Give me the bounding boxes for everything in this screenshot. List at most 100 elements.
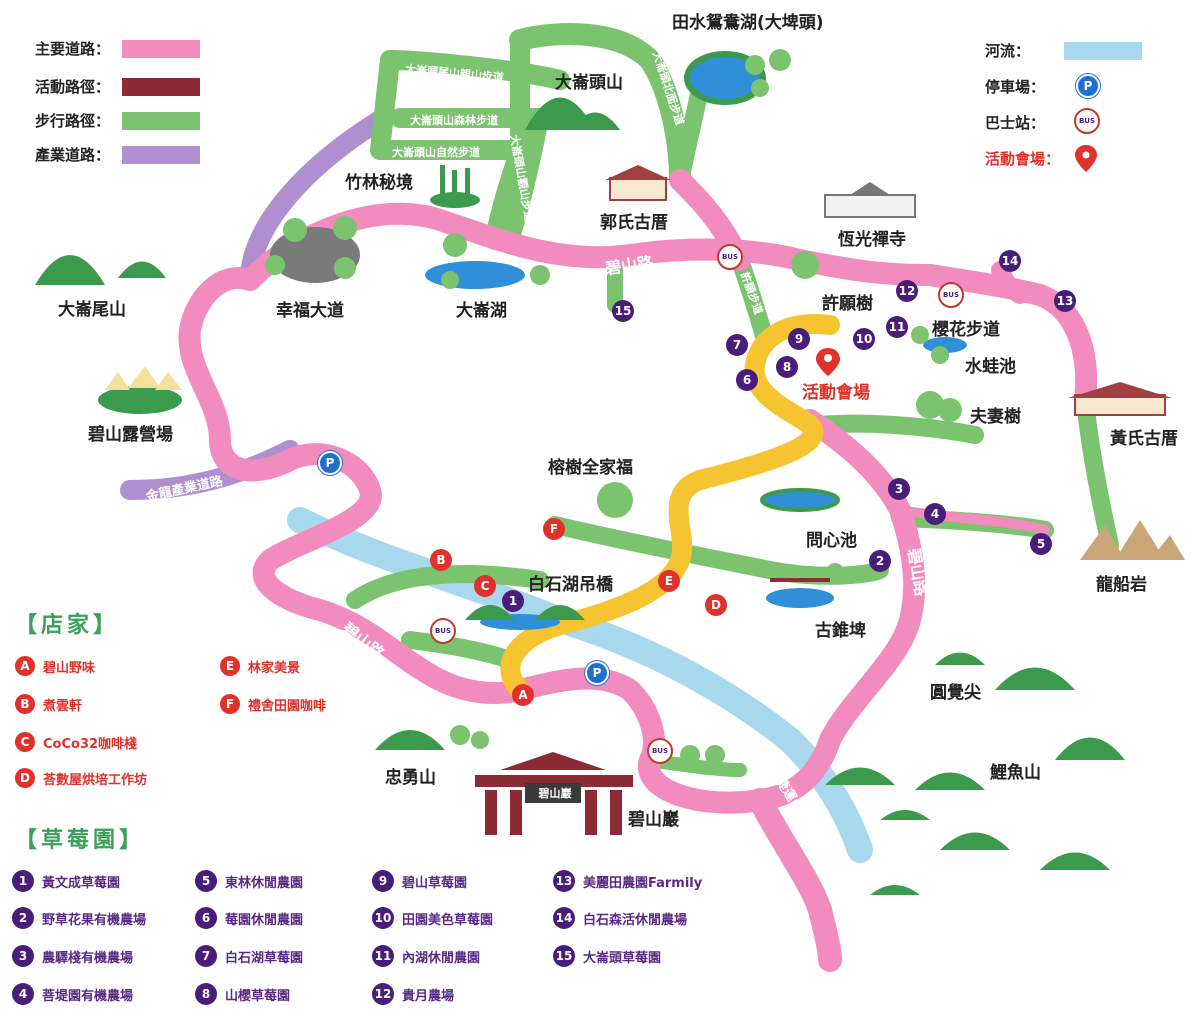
label-guo-house: 郭氏古厝 xyxy=(600,213,668,233)
shop-item-c: C CoCo32咖啡棧 xyxy=(15,732,137,752)
trail-label-2: 大崙頭山森林步道 xyxy=(410,114,498,127)
legend-label: 步行路徑： xyxy=(35,112,111,130)
farm-badge: 9 xyxy=(372,870,394,892)
farm-name: 白石湖草莓園 xyxy=(225,950,304,966)
label-dalun-tail-mountain: 大崙尾山 xyxy=(58,300,126,320)
map-shop-pin-f[interactable]: F xyxy=(543,518,565,540)
farm-badge: 10 xyxy=(372,907,394,929)
farm-name: 黃文成草莓園 xyxy=(42,875,121,891)
map-farm-pin-11[interactable]: 11 xyxy=(886,316,908,338)
legend-venue-pin-icon xyxy=(1075,145,1097,172)
legend-river: 河流： xyxy=(985,40,1143,61)
farm-name: 大崙頭草莓園 xyxy=(583,950,662,966)
legend-main-road: 主要道路： xyxy=(35,38,201,59)
legend-parking: 停車場： xyxy=(985,76,1045,97)
camp-icon xyxy=(98,366,182,414)
dragon-boat-rock-icon xyxy=(1080,520,1185,560)
farm-badge: 8 xyxy=(195,983,217,1005)
shop-item-f: F 禮舍田園咖啡 xyxy=(220,694,326,714)
farm-name: 美麗田農園Farmily xyxy=(583,875,703,891)
map-bus-icon[interactable]: BUS xyxy=(938,282,964,308)
dalun-lake-icon xyxy=(425,261,525,289)
farm-name: 莓園休閒農園 xyxy=(225,912,304,928)
map-farm-pin-3[interactable]: 3 xyxy=(888,478,910,500)
shop-badge: E xyxy=(220,656,240,676)
farm-name: 田園美色草莓園 xyxy=(402,912,494,928)
river xyxy=(287,507,873,863)
map-farm-pin-7[interactable]: 7 xyxy=(726,334,748,356)
map-farm-pin-2[interactable]: 2 xyxy=(869,550,891,572)
shop-item-e: E 林家美景 xyxy=(220,656,300,676)
farm-badge: 5 xyxy=(195,870,217,892)
shop-badge: A xyxy=(15,656,35,676)
hengguang-temple-icon xyxy=(824,182,916,218)
farm-name: 碧山草莓園 xyxy=(402,875,468,891)
label-dragon-boat-rock: 龍船岩 xyxy=(1096,575,1147,595)
map-parking-icon[interactable]: P xyxy=(318,451,342,475)
bamboo-icon xyxy=(430,165,480,208)
map-farm-pin-9[interactable]: 9 xyxy=(788,328,810,350)
label-bishan-temple: 碧山巖 xyxy=(628,810,679,830)
map-shop-pin-e[interactable]: E xyxy=(658,570,680,592)
walking-trails xyxy=(346,23,1119,777)
bridge-icon xyxy=(770,578,830,582)
label-bamboo-forest: 竹林秘境 xyxy=(345,173,413,193)
label-yuanjue: 圓覺尖 xyxy=(930,683,981,703)
venue-pin-icon xyxy=(816,348,840,376)
legend-industry-road: 產業道路： xyxy=(35,144,201,165)
legend-activity-route: 活動路徑： xyxy=(35,76,201,97)
legend-swatch xyxy=(122,111,201,130)
trees xyxy=(265,49,962,765)
map-bus-icon[interactable]: BUS xyxy=(430,618,456,644)
label-hengguang-temple: 恆光禪寺 xyxy=(838,230,906,250)
label-couple-tree: 夫妻樹 xyxy=(970,407,1021,427)
map-farm-pin-15[interactable]: 15 xyxy=(612,300,634,322)
label-guzhuipi: 古錐埤 xyxy=(815,621,866,641)
map-farm-pin-14[interactable]: 14 xyxy=(999,250,1021,272)
legend-walking-trail: 步行路徑： xyxy=(35,110,201,131)
label-happiness-avenue: 幸福大道 xyxy=(276,301,344,321)
legend-swatch xyxy=(1064,41,1143,60)
farm-badge: 3 xyxy=(12,945,34,967)
map-bus-icon[interactable]: BUS xyxy=(717,244,743,270)
map-farm-pin-8[interactable]: 8 xyxy=(776,356,798,378)
map-farm-pin-6[interactable]: 6 xyxy=(736,369,758,391)
farm-badge: 6 xyxy=(195,907,217,929)
map-shop-pin-b[interactable]: B xyxy=(430,549,452,571)
map-shop-pin-a[interactable]: A xyxy=(512,684,534,706)
legend-label: 停車場： xyxy=(985,78,1046,96)
map-farm-pin-10[interactable]: 10 xyxy=(853,328,875,350)
shop-badge: B xyxy=(15,694,35,714)
farm-item-10: 10 田園美色草莓園 xyxy=(372,907,493,929)
shop-name: 林家美景 xyxy=(248,660,301,676)
farm-item-1: 1 黃文成草莓園 xyxy=(12,870,120,892)
farm-badge: 1 xyxy=(12,870,34,892)
map-shop-pin-d[interactable]: D xyxy=(705,594,727,616)
legend-swatch xyxy=(122,77,201,96)
map-parking-icon[interactable]: P xyxy=(585,661,609,685)
activity-path xyxy=(500,314,840,700)
temple-gate-sign: 碧山巖 xyxy=(538,787,572,800)
label-wish-tree: 許願樹 xyxy=(822,294,873,314)
map-farm-pin-4[interactable]: 4 xyxy=(924,503,946,525)
farm-badge: 7 xyxy=(195,945,217,967)
map-shop-pin-c[interactable]: C xyxy=(474,575,496,597)
farm-badge: 12 xyxy=(372,983,394,1005)
label-banyan: 榕樹全家福 xyxy=(548,458,633,478)
farm-name: 白石森活休閒農場 xyxy=(583,912,688,928)
farm-badge: 14 xyxy=(553,907,575,929)
farm-badge: 2 xyxy=(12,907,34,929)
main-roads xyxy=(178,169,1098,972)
map-bus-icon[interactable]: BUS xyxy=(647,738,673,764)
farm-item-14: 14 白石森活休閒農場 xyxy=(553,907,687,929)
map-farm-pin-5[interactable]: 5 xyxy=(1030,533,1052,555)
farms-title: 【草莓園】 xyxy=(15,828,146,853)
legend-swatch xyxy=(122,39,201,58)
map-farm-pin-12[interactable]: 12 xyxy=(896,280,918,302)
map-farm-pin-1[interactable]: 1 xyxy=(502,590,524,612)
label-cherry-trail: 櫻花步道 xyxy=(932,320,1000,340)
shop-badge: D xyxy=(15,768,35,788)
map-farm-pin-13[interactable]: 13 xyxy=(1054,290,1076,312)
